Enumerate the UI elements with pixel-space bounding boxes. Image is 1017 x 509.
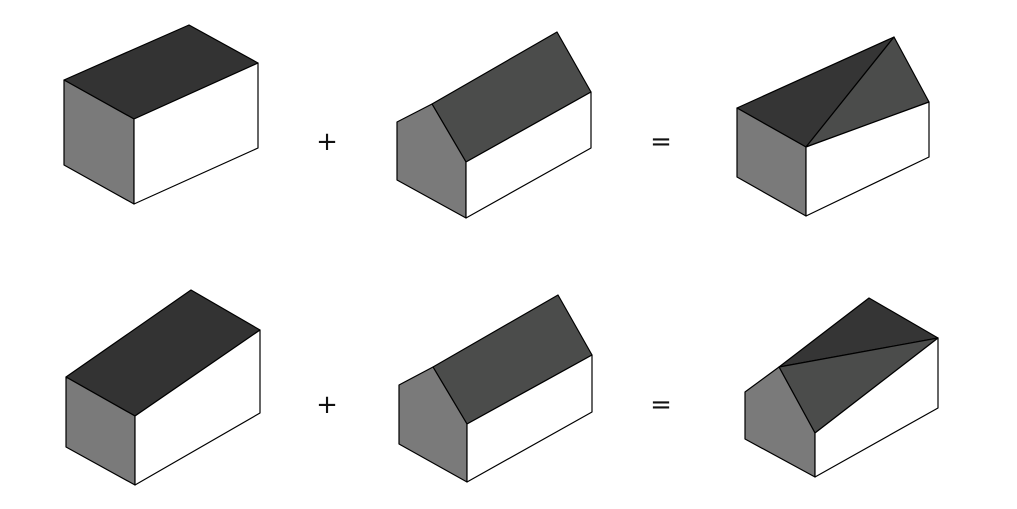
gable-house-shape [396,31,592,219]
flat-box-2-front-face [134,329,261,486]
plus-operator-2: + [316,390,338,420]
plus-operator: + [316,127,338,157]
equals-operator: = [650,127,672,157]
equals-operator-2: = [650,390,672,420]
flat-box-front-face [133,62,259,205]
row-1: + = [63,24,930,219]
half-hip-b-wall-face [814,337,939,478]
flat-box-shape [63,24,259,205]
gable-house-2-wall-face [466,354,593,483]
gable-house-wall-face [465,91,592,219]
row-2: + = [65,289,939,486]
half-hip-house-b-shape [744,297,939,478]
flat-box-shape-2 [65,289,261,486]
half-hip-house-a-shape [736,36,930,217]
gable-house-shape-2 [398,294,593,483]
half-hip-a-wall-face [805,101,930,217]
